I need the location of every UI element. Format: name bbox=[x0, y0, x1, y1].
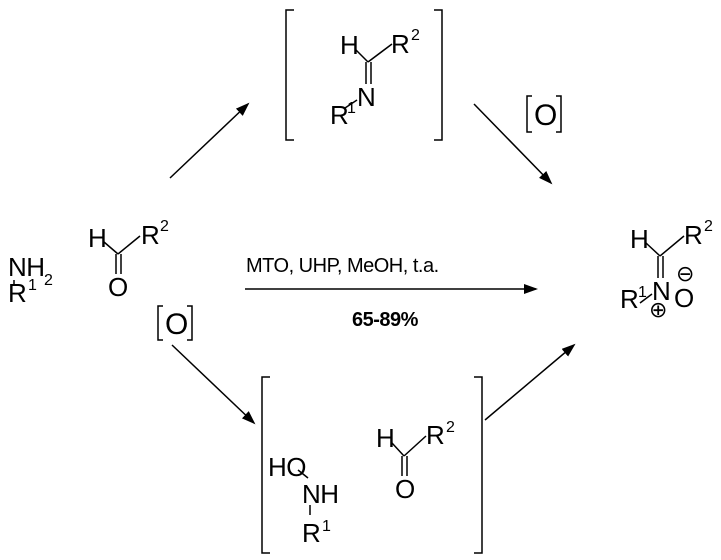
imine-r2-label: R bbox=[391, 29, 409, 59]
imine-n-r1-bond bbox=[344, 99, 358, 109]
oxidation-top-right-bracket bbox=[556, 95, 562, 133]
nitrone-c-r2-bond bbox=[659, 235, 685, 257]
imine-left-bracket bbox=[285, 9, 294, 141]
arrow-hydroxylamine-to-nitrone bbox=[484, 343, 576, 421]
reaction-yield: 65-89% bbox=[352, 309, 419, 331]
imine-c-r2-bond bbox=[367, 43, 393, 63]
hydroxylamine-intermediate: HO NH R 1 H O R 2 bbox=[261, 376, 483, 554]
imine-right-bracket bbox=[434, 9, 443, 141]
hydroxylamine-right-bracket bbox=[474, 376, 483, 554]
amine-r-label: R bbox=[8, 278, 26, 308]
nitrone-r1-label: R bbox=[620, 284, 638, 314]
nitrone-n-label: N bbox=[652, 276, 670, 306]
aldehyde-h-label: H bbox=[88, 223, 106, 253]
bottom-aldehyde-r2-label: R bbox=[426, 420, 444, 450]
bottom-aldehyde-r2-superscript: 2 bbox=[446, 419, 455, 436]
imine-r1-label: R bbox=[330, 100, 348, 130]
nitrone-o-label: O bbox=[674, 283, 694, 313]
nitrone-product: H R 2 N ⊖ O R 1 ⊕ bbox=[620, 218, 714, 322]
nitrone-r2-label: R bbox=[684, 220, 702, 250]
bottom-aldehyde-o-label: O bbox=[395, 474, 415, 504]
hydroxylamine-left-bracket bbox=[261, 376, 270, 554]
aldehyde-reactant: H O R 2 bbox=[88, 218, 170, 302]
bottom-aldehyde-h-c-bond bbox=[391, 442, 405, 457]
nitrone-plus-charge: ⊕ bbox=[649, 297, 667, 322]
imine-n-label: N bbox=[357, 82, 375, 112]
amine-reactant: NH 2 R 1 bbox=[8, 252, 54, 308]
reaction-conditions: MTO, UHP, MeOH, t.a. bbox=[246, 255, 439, 277]
nitrone-minus-charge: ⊖ bbox=[676, 261, 694, 286]
bottom-aldehyde-h-label: H bbox=[376, 423, 394, 453]
oxidation-top-o: O bbox=[534, 99, 557, 132]
bottom-aldehyde-c-r2-bond bbox=[403, 435, 427, 457]
arrow-imine-to-nitrone bbox=[473, 103, 553, 185]
aldehyde-r-label: R bbox=[141, 220, 159, 250]
oxidation-bottom-left-bracket bbox=[157, 305, 163, 341]
amine-r-superscript-1: 1 bbox=[28, 277, 37, 294]
aldehyde-h-c-bond bbox=[103, 241, 119, 255]
aldehyde-r-superscript-2: 2 bbox=[160, 218, 169, 235]
nitrone-r1-superscript: 1 bbox=[638, 284, 647, 301]
imine-h-label: H bbox=[340, 30, 358, 60]
aldehyde-o-label: O bbox=[108, 272, 128, 302]
hydroxylamine-nh-label: NH bbox=[302, 479, 339, 509]
oxidation-bottom-o: O bbox=[165, 308, 188, 341]
nitrone-h-label: H bbox=[630, 224, 648, 254]
oxidation-label-top: O bbox=[526, 95, 562, 133]
amine-nh-label: NH bbox=[8, 252, 45, 282]
oxidation-label-bottom: O bbox=[157, 305, 193, 341]
imine-intermediate: H R 2 N R 1 bbox=[285, 9, 443, 141]
nitrone-n-r1-bond bbox=[639, 293, 653, 304]
oxidation-top-left-bracket bbox=[526, 95, 532, 133]
nitrone-r2-superscript: 2 bbox=[704, 218, 713, 235]
oxidation-bottom-right-bracket bbox=[187, 305, 193, 341]
aldehyde-c-r2-bond bbox=[117, 235, 141, 255]
hydroxylamine-ho-label: HO bbox=[268, 452, 306, 482]
nitrone-h-c-bond bbox=[645, 242, 661, 257]
imine-h-c-bond bbox=[355, 49, 369, 63]
imine-r2-superscript: 2 bbox=[411, 27, 420, 44]
arrow-reactants-to-imine bbox=[169, 102, 250, 179]
imine-r1-superscript: 1 bbox=[347, 100, 356, 117]
hydroxylamine-r1-label: R bbox=[302, 518, 320, 548]
hydroxylamine-o-n-bond bbox=[297, 469, 309, 479]
amine-subscript-2: 2 bbox=[44, 272, 53, 289]
hydroxylamine-r1-superscript: 1 bbox=[322, 518, 331, 535]
arrow-reactants-to-hydroxylamine bbox=[171, 344, 256, 425]
